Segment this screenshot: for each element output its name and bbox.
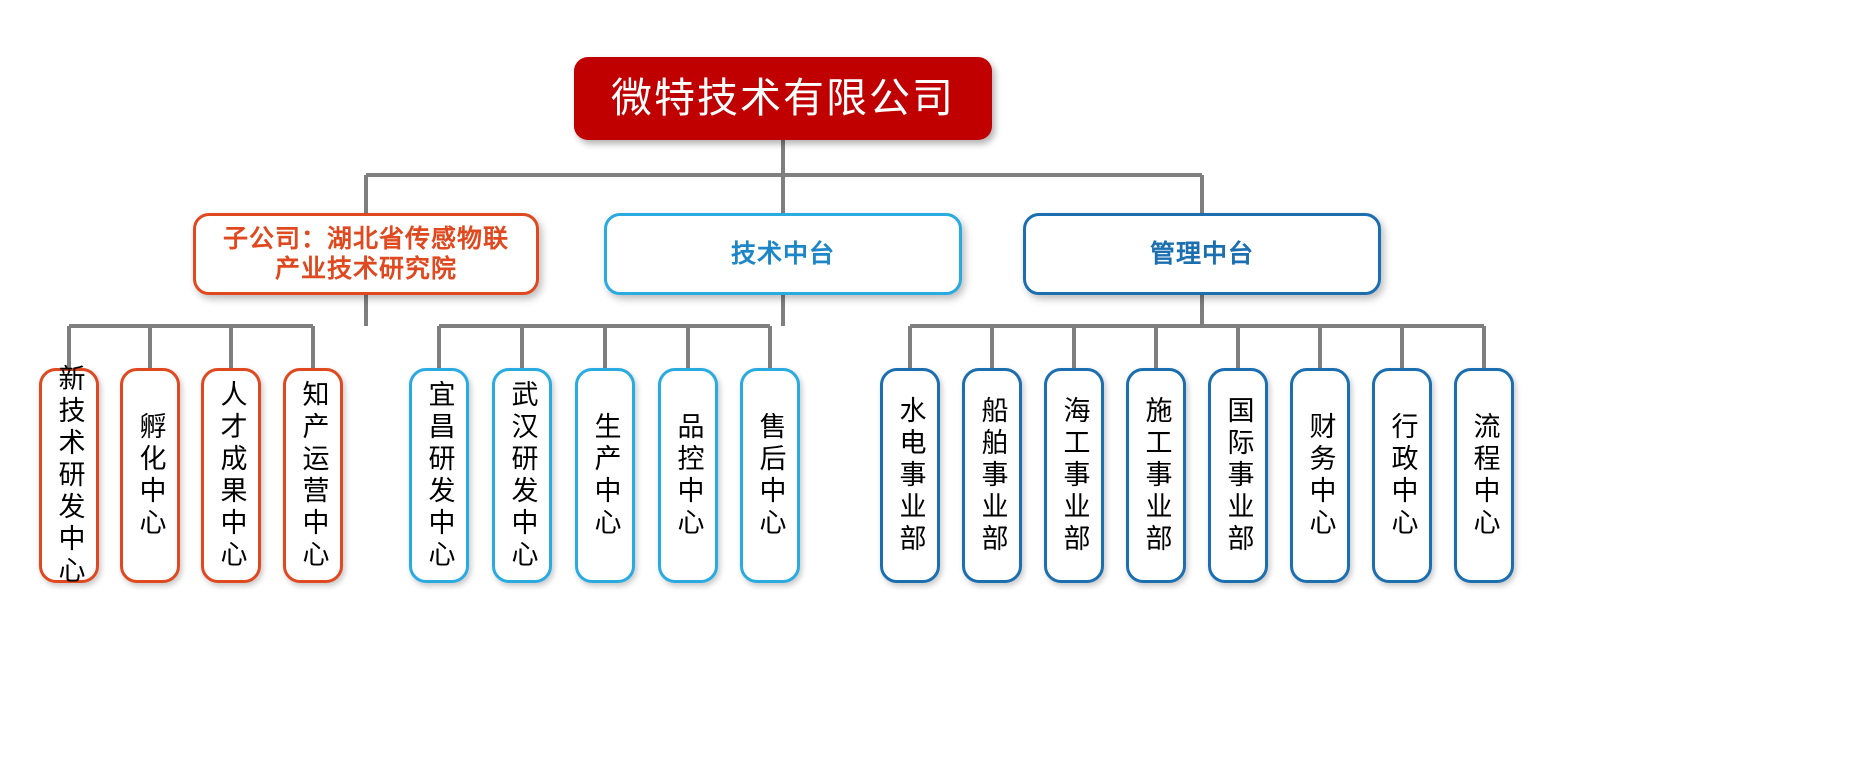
node-subsidiary-child-3[interactable]: 人才成果中心	[201, 368, 261, 583]
node-mgmt-child-1-label: 水电事业部	[895, 395, 926, 556]
node-tech-child-1-label: 宜昌研发中心	[424, 379, 455, 572]
node-root-company[interactable]: 微特技术有限公司	[574, 57, 992, 140]
node-tech-child-3[interactable]: 生产中心	[575, 368, 635, 583]
node-management-platform-label: 管理中台	[1149, 239, 1254, 268]
node-tech-child-4-label: 品控中心	[673, 411, 704, 540]
node-subsidiary-child-4-label: 知产运营中心	[298, 379, 329, 572]
node-mgmt-child-3-label: 海工事业部	[1059, 395, 1090, 556]
node-subsidiary-child-2[interactable]: 孵化中心	[120, 368, 180, 583]
node-tech-child-3-label: 生产中心	[590, 411, 621, 540]
node-management-platform[interactable]: 管理中台	[1023, 213, 1381, 295]
node-mgmt-child-8-label: 流程中心	[1469, 411, 1500, 540]
node-mgmt-child-3[interactable]: 海工事业部	[1044, 368, 1104, 583]
node-tech-child-5[interactable]: 售后中心	[740, 368, 800, 583]
node-mgmt-child-8[interactable]: 流程中心	[1454, 368, 1514, 583]
node-subsidiary-child-3-label: 人才成果中心	[216, 379, 247, 572]
node-mgmt-child-6[interactable]: 财务中心	[1290, 368, 1350, 583]
node-tech-child-1[interactable]: 宜昌研发中心	[409, 368, 469, 583]
node-mgmt-child-6-label: 财务中心	[1305, 411, 1336, 540]
node-mgmt-child-5-label: 国际事业部	[1223, 395, 1254, 556]
node-mgmt-child-2[interactable]: 船舶事业部	[962, 368, 1022, 583]
node-subsidiary-child-2-label: 孵化中心	[135, 411, 166, 540]
node-tech-platform[interactable]: 技术中台	[604, 213, 962, 295]
node-subsidiary[interactable]: 子公司：湖北省传感物联 产业技术研究院	[193, 213, 539, 295]
node-subsidiary-child-4[interactable]: 知产运营中心	[283, 368, 343, 583]
node-mgmt-child-2-label: 船舶事业部	[977, 395, 1008, 556]
node-subsidiary-label: 子公司：湖北省传感物联 产业技术研究院	[223, 224, 509, 285]
node-mgmt-child-5[interactable]: 国际事业部	[1208, 368, 1268, 583]
node-mgmt-child-7[interactable]: 行政中心	[1372, 368, 1432, 583]
node-tech-child-2-label: 武汉研发中心	[507, 379, 538, 572]
node-tech-platform-label: 技术中台	[730, 239, 835, 268]
node-mgmt-child-4-label: 施工事业部	[1141, 395, 1172, 556]
node-subsidiary-label-line1: 子公司：湖北省传感物联	[222, 224, 509, 253]
node-subsidiary-label-line2: 产业技术研究院	[274, 255, 457, 283]
node-root-company-label: 微特技术有限公司	[611, 74, 955, 121]
node-subsidiary-child-1-label: 新技术研发中心	[54, 363, 85, 588]
node-mgmt-child-4[interactable]: 施工事业部	[1126, 368, 1186, 583]
node-tech-child-4[interactable]: 品控中心	[658, 368, 718, 583]
node-tech-child-5-label: 售后中心	[755, 411, 786, 540]
node-subsidiary-child-1[interactable]: 新技术研发中心	[39, 364, 99, 588]
node-tech-child-2[interactable]: 武汉研发中心	[492, 368, 552, 583]
node-mgmt-child-7-label: 行政中心	[1387, 411, 1418, 540]
node-mgmt-child-1[interactable]: 水电事业部	[880, 368, 940, 583]
